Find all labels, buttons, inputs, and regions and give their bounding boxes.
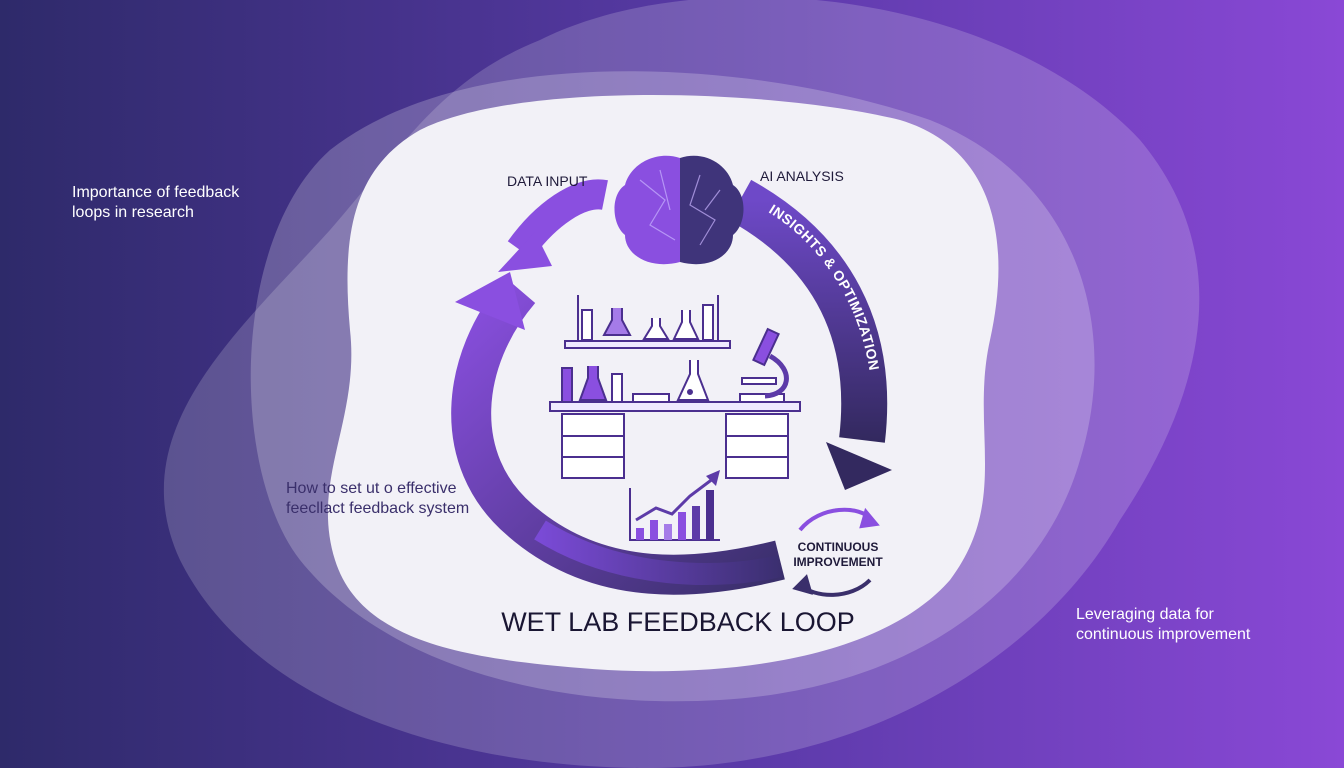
brain-icon: [614, 155, 744, 265]
note-line: continuous improvement: [1076, 626, 1251, 643]
loop-arc-right: [728, 179, 888, 443]
note-line: Importance of feedback: [72, 184, 240, 201]
cycle-icon: [792, 507, 880, 597]
note-line: How to set ut o effective: [286, 480, 457, 497]
loop-arrow-right: [826, 442, 892, 490]
label-improvement: IMPROVEMENT: [793, 555, 883, 569]
note-line: feecllact feedback system: [286, 500, 470, 517]
loop-arc-bottom: [534, 520, 783, 585]
label-data-input: DATA INPUT: [507, 173, 588, 189]
microscope-icon: [739, 327, 789, 403]
note-leveraging-data: Leveraging data for continuous improveme…: [1076, 605, 1336, 645]
growth-chart-icon: [629, 470, 720, 541]
note-feedback-importance: Importance of feedback loops in research: [72, 183, 332, 223]
label-ai-analysis: AI ANALYSIS: [760, 168, 844, 184]
loop-arrow-top: [498, 232, 552, 272]
note-line: Leveraging data for: [1076, 606, 1214, 623]
label-continuous: CONTINUOUS: [798, 540, 879, 554]
lab-bench-illustration: [549, 295, 801, 479]
loop-arrow-left: [455, 272, 525, 330]
note-setup-system: How to set ut o effective feecllact feed…: [286, 479, 546, 519]
note-line: loops in research: [72, 204, 194, 221]
diagram-title: WET LAB FEEDBACK LOOP: [501, 607, 855, 637]
diagram-panel: [327, 95, 999, 672]
